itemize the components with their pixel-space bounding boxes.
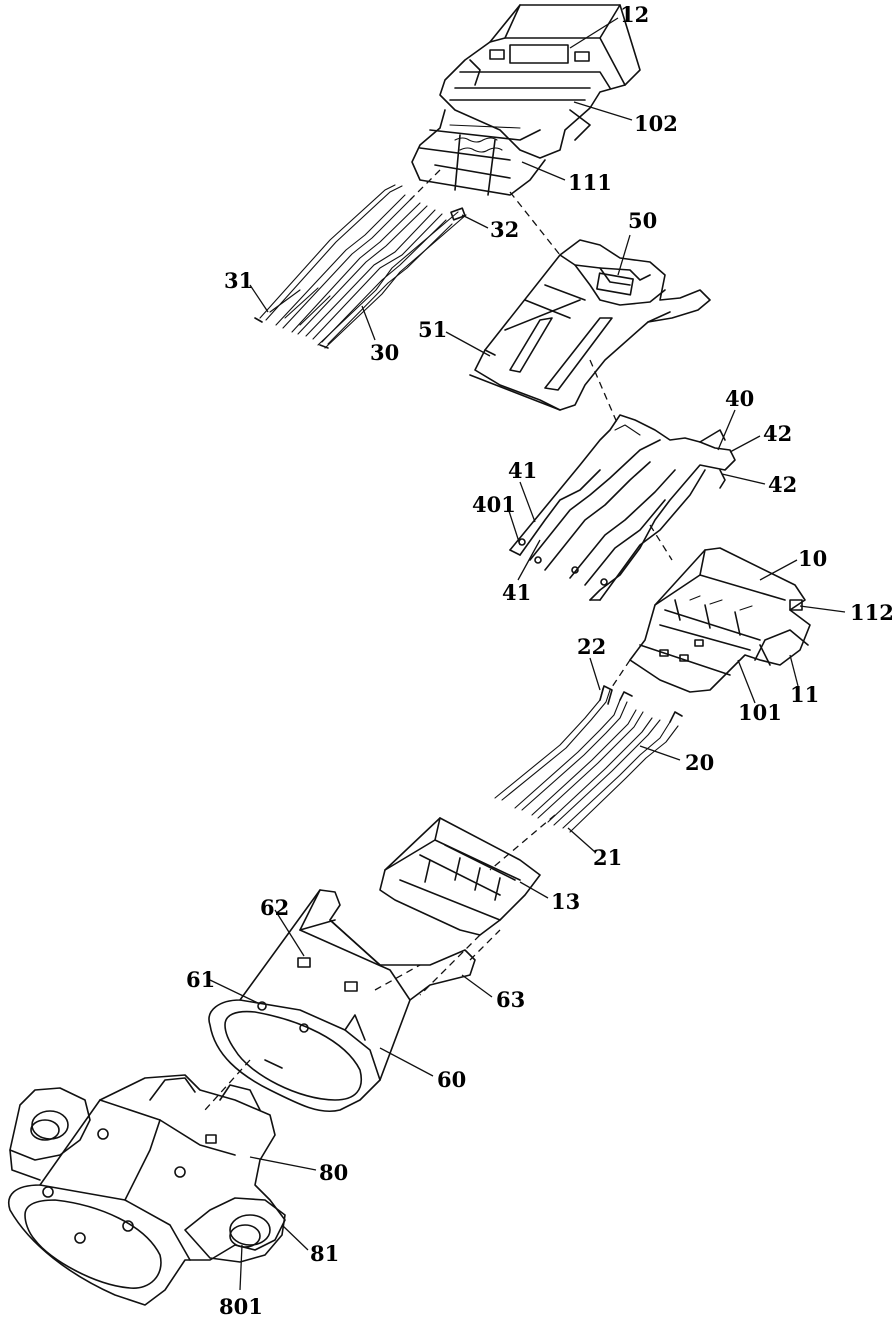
part-60-shell — [208, 889, 476, 1113]
assembly-axes — [204, 169, 673, 1111]
part-20-terminals — [494, 685, 683, 833]
label-80: 80 — [319, 1160, 348, 1185]
label-50: 50 — [628, 208, 657, 233]
label-32: 32 — [490, 217, 519, 242]
label-12: 12 — [620, 2, 649, 27]
label-13: 13 — [551, 889, 580, 914]
label-63: 63 — [496, 987, 525, 1012]
label-22: 22 — [577, 634, 606, 659]
label-41-upper: 41 — [508, 458, 537, 483]
label-51: 51 — [418, 317, 447, 342]
label-31: 31 — [224, 268, 253, 293]
label-21: 21 — [593, 845, 622, 870]
label-801: 801 — [219, 1294, 263, 1319]
part-10-lower-body — [629, 547, 811, 693]
label-10: 10 — [798, 546, 827, 571]
label-101: 101 — [738, 700, 782, 725]
part-50-plate — [469, 239, 711, 411]
label-62: 62 — [260, 895, 289, 920]
label-102: 102 — [634, 111, 678, 136]
label-42-lower: 42 — [768, 472, 797, 497]
label-41-lower: 41 — [502, 580, 531, 605]
label-30: 30 — [370, 340, 399, 365]
label-40: 40 — [725, 386, 754, 411]
label-111: 111 — [568, 170, 612, 195]
part-13-insert — [379, 817, 541, 936]
label-401: 401 — [472, 492, 516, 517]
part-80-housing — [8, 1074, 286, 1306]
label-11: 11 — [790, 682, 819, 707]
part-30-terminals — [254, 184, 467, 349]
label-112: 112 — [850, 600, 892, 625]
label-20: 20 — [685, 750, 714, 775]
label-42-upper: 42 — [763, 421, 792, 446]
part-12-upper-body — [411, 4, 641, 196]
leader-lines — [209, 17, 846, 1291]
part-labels: 12 102 111 32 31 30 50 51 40 42 42 41 40… — [186, 2, 892, 1319]
label-81: 81 — [310, 1241, 339, 1266]
label-61: 61 — [186, 967, 215, 992]
label-60: 60 — [437, 1067, 466, 1092]
